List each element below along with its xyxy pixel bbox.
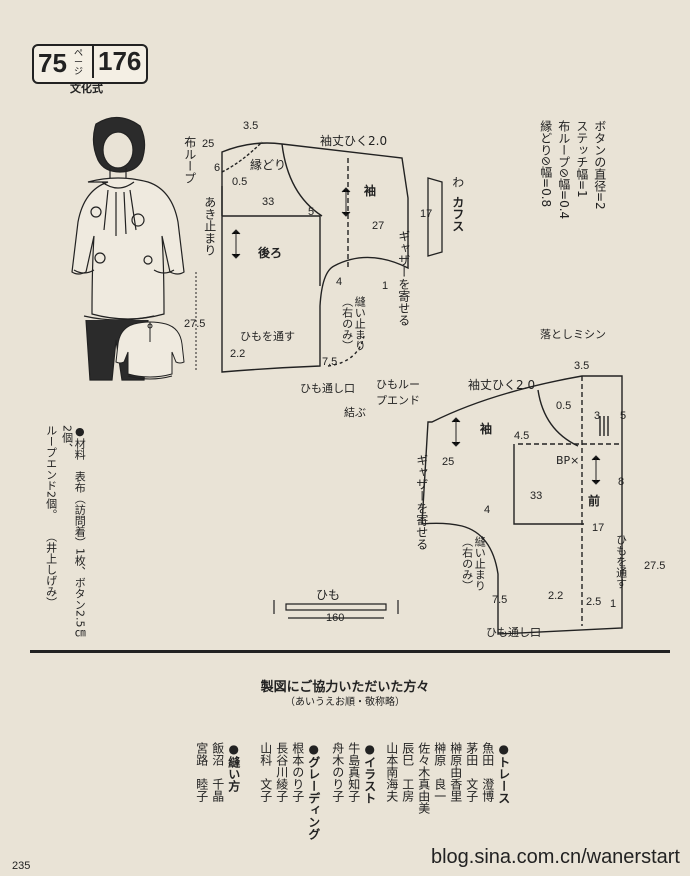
page-suffix: ページ	[74, 49, 84, 77]
back-dim-11: 7.5	[322, 356, 338, 368]
label-back-nuidomari: 縫い止まり（右のみ）	[340, 296, 367, 351]
trace-name-4: 榊原 良一	[432, 742, 447, 802]
illust-heading: ●イラスト	[362, 742, 377, 804]
label-front-gather: ギャザーを寄せる	[414, 454, 429, 550]
trace-name-5: 佐々木真由美	[416, 742, 431, 814]
front-dim-2: 0.5	[556, 400, 572, 412]
grading-heading: ●グレーディング	[306, 742, 321, 840]
sewing-name-2: 宮路 睦子	[194, 742, 209, 802]
back-dim-5: 33	[262, 196, 275, 208]
label-fuchidori: 縁どり	[250, 158, 287, 172]
label-back-himotoshi: ひもを通す	[240, 330, 295, 343]
trace-heading: ●トレース	[496, 742, 511, 804]
string-length: 160	[326, 612, 345, 624]
section-divider	[30, 650, 670, 653]
blouse-illustration	[71, 116, 185, 381]
front-dim-5: 4.5	[514, 430, 530, 442]
label-back-gather: ギャザーを寄せる	[396, 230, 411, 326]
pattern-number-badge: 75 ページ 176	[32, 44, 148, 84]
label-wa: わ	[450, 176, 465, 188]
string-piece	[273, 600, 399, 619]
trace-name-6: 辰巳 工房	[400, 742, 415, 802]
front-dim-12: 7.5	[492, 594, 508, 606]
trace-name-2: 茅田 文子	[464, 742, 479, 802]
back-pattern-draft	[195, 141, 409, 373]
trace-name-1: 魚田 澄博	[480, 742, 495, 802]
back-dim-12: 4	[336, 276, 343, 288]
label-nuno-loop: 布ループ	[182, 136, 197, 184]
label-back-sode: 袖	[364, 184, 377, 198]
label-back-sodetake: 袖丈ひく2.0	[320, 134, 388, 148]
note-button-diameter: ボタンの直径=2	[592, 120, 607, 210]
item-number: 176	[92, 46, 148, 78]
label-ushiro: 後ろ	[258, 246, 283, 260]
illust-name-2: 舟木のり子	[330, 742, 345, 802]
label-back-himotoshiguchi: ひも通し口	[300, 382, 355, 395]
back-dim-2: 25	[202, 138, 215, 150]
back-dim-9: 27.5	[184, 318, 206, 330]
string-label: ひも	[316, 588, 341, 602]
label-front-sode: 袖	[480, 422, 493, 436]
sewing-heading: ●縫い方	[226, 742, 241, 792]
grading-name-1: 根本のり子	[290, 742, 305, 802]
trace-name-3: 榊原由香里	[448, 742, 463, 802]
back-view-illustration	[115, 321, 185, 380]
front-dim-7: 33	[530, 490, 543, 502]
blog-watermark: blog.sina.com.cn/wanerstart	[430, 846, 680, 868]
front-dim-8: 8	[618, 476, 625, 488]
front-dim-15: 1	[610, 598, 617, 610]
materials-line-2: ループエンド2個。 （井上しげみ）	[44, 425, 58, 608]
footer-page-number: 235	[12, 860, 31, 872]
front-dim-4: 5	[620, 410, 627, 422]
front-dim-1: 3.5	[574, 360, 590, 372]
front-dim-13: 2.2	[548, 590, 564, 602]
back-dim-13: 1	[382, 280, 389, 292]
grading-name-2: 長谷川綾子	[274, 742, 289, 802]
label-otoshi-mishin: 落としミシン	[540, 328, 606, 341]
note-loop-width: 布ループ⊘幅=0.4	[556, 120, 571, 220]
label-mae: 前	[588, 494, 601, 508]
label-front-sodetake: 袖丈ひく2.0	[468, 378, 536, 392]
credits-subtitle: （あいうえお順・敬称略）	[285, 697, 405, 708]
back-dim-4: 0.5	[232, 176, 248, 188]
label-bp: BP×	[556, 454, 580, 467]
back-dim-8: 17	[420, 208, 433, 220]
front-pattern-draft	[421, 375, 623, 635]
label-front-himotoshi: ひもを通す	[614, 534, 628, 589]
back-dim-6: 5	[308, 206, 315, 218]
grading-name-3: 山科 文子	[258, 742, 273, 802]
back-dim-7: 27	[372, 220, 385, 232]
illust-name-1: 牛島真知子	[346, 742, 361, 802]
front-dim-10: 4	[484, 504, 491, 516]
back-dim-10: 2.2	[230, 348, 246, 360]
label-akidomari: あき止まり	[202, 196, 217, 256]
label-loopend: ひもループエンド	[376, 378, 420, 407]
page-number: 75	[38, 48, 67, 78]
label-front-nuidomari: 縫い止まり（右のみ）	[460, 536, 487, 591]
label-cuffs: カフス	[450, 196, 465, 232]
sewing-name-1: 飯沼 千晶	[210, 742, 225, 802]
front-dim-3: 3	[594, 410, 601, 422]
front-dim-11: 27.5	[644, 560, 666, 572]
front-dim-6: 25	[442, 456, 455, 468]
materials-line-1: ●材料 表布（訪問着）1枚、ボタン2.5㎝2個、	[60, 425, 87, 639]
method-label: 文化式	[70, 82, 103, 95]
cuffs-piece	[427, 177, 443, 257]
front-dim-14: 2.5	[586, 596, 602, 608]
note-binding-width: 縁どり⊘幅=0.8	[538, 120, 553, 208]
credits-title: 製図にご協力いただいた方々	[260, 680, 430, 695]
back-dim-3: 6	[214, 162, 221, 174]
trace-name-7: 山本南海夫	[384, 742, 399, 802]
front-dim-9: 17	[592, 522, 605, 534]
label-musubu: 結ぶ	[344, 406, 366, 419]
note-stitch-width: ステッチ幅=1	[574, 120, 589, 198]
label-front-himotoshiguchi: ひも通し口	[486, 626, 541, 639]
back-dim-1: 3.5	[243, 120, 259, 132]
